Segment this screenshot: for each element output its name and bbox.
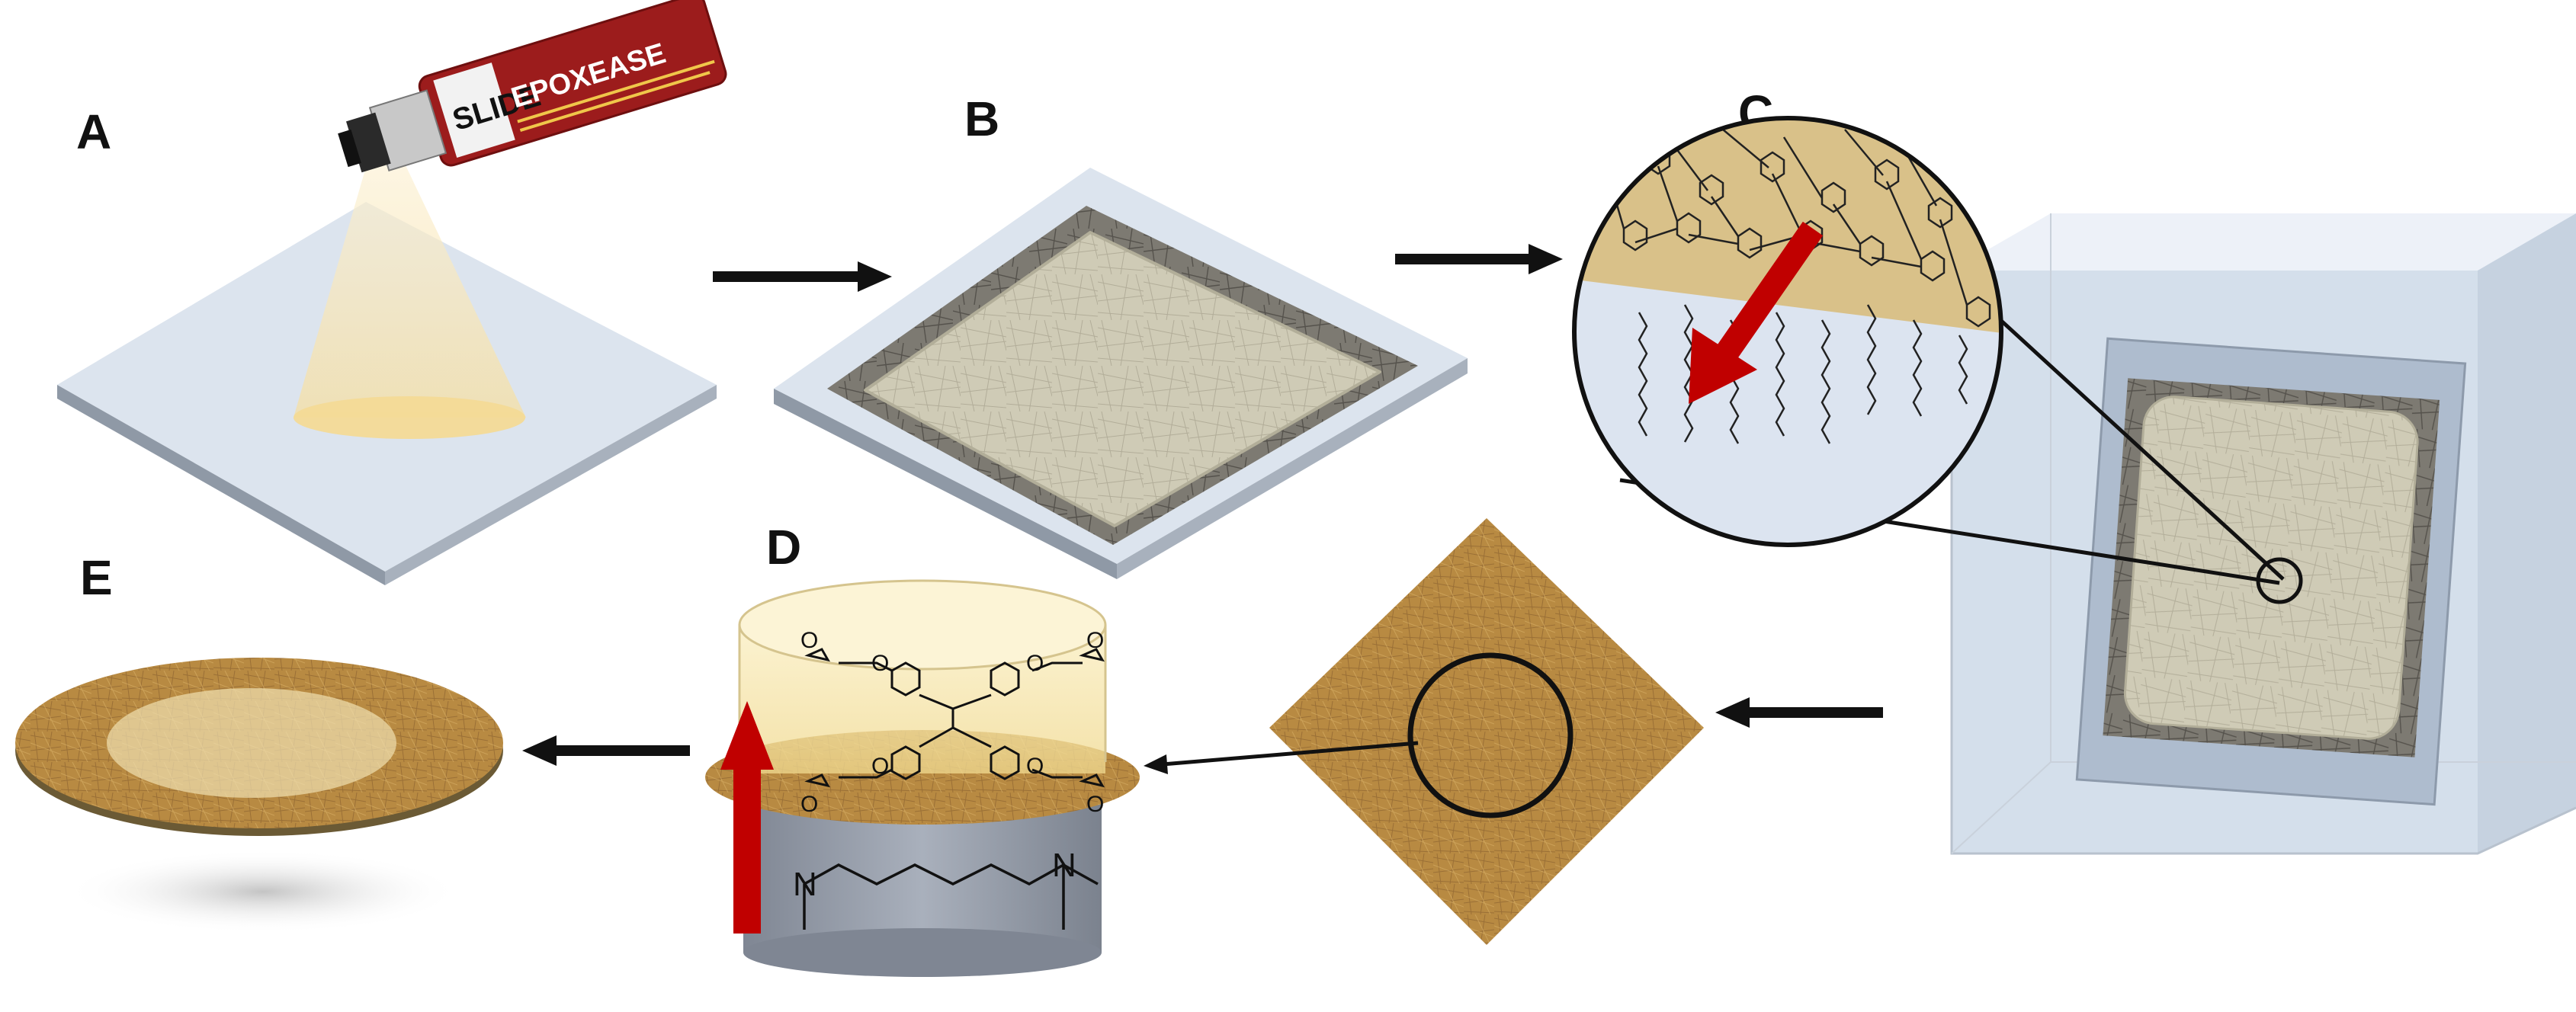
magnifier-circle-icon — [2256, 557, 2303, 604]
panel-a: A SLIDE EPOXEASE — [57, 0, 727, 585]
panel-e: E — [15, 550, 503, 934]
magnifier-circle-icon — [1407, 652, 1574, 818]
process-arrow-icon — [1715, 697, 1883, 728]
oxygen-label-5: O — [800, 628, 818, 653]
disc-center — [107, 688, 396, 798]
composite-sheet — [1144, 518, 1704, 945]
oxygen-label-2: O — [1026, 651, 1044, 676]
panel-label-b: B — [964, 91, 999, 146]
fiber-mat-b — [827, 206, 1418, 545]
panel-label-e: E — [80, 550, 113, 605]
red-direction-arrow-icon — [720, 701, 774, 934]
oxygen-label-4: O — [1026, 754, 1044, 779]
oxygen-label-8: O — [1086, 792, 1104, 817]
panel-label-d: D — [766, 520, 801, 575]
amine-structure — [803, 863, 1099, 930]
epoxy-structure — [804, 648, 1105, 788]
spray-can-icon: SLIDE EPOXEASE — [338, 0, 727, 173]
polymer-network — [1599, 129, 1991, 328]
zoom-detail — [1572, 116, 2003, 547]
nitrogen-label-right: N — [1052, 847, 1076, 884]
panel-c: C — [1572, 85, 2576, 855]
spray-cone — [294, 114, 526, 439]
immersed-plate — [2075, 337, 2467, 806]
panel-b: B — [774, 91, 1468, 579]
process-arrow-icon — [713, 261, 892, 292]
oxygen-label-6: O — [1086, 628, 1104, 653]
epoxy-cylinder — [738, 579, 1107, 773]
process-arrow-icon — [522, 735, 690, 766]
panel-d: D N N — [705, 520, 1140, 977]
nitrogen-label-left: N — [793, 866, 817, 903]
oxygen-label-1: O — [871, 651, 889, 676]
oxygen-label-3: O — [871, 754, 889, 779]
process-arrow-icon — [1395, 244, 1563, 274]
release-agent-chains — [1638, 304, 1968, 444]
red-direction-arrow-icon — [1689, 221, 1824, 404]
panel-label-a: A — [76, 104, 111, 159]
disc-shadow — [65, 850, 461, 934]
oxygen-label-7: O — [800, 792, 818, 817]
